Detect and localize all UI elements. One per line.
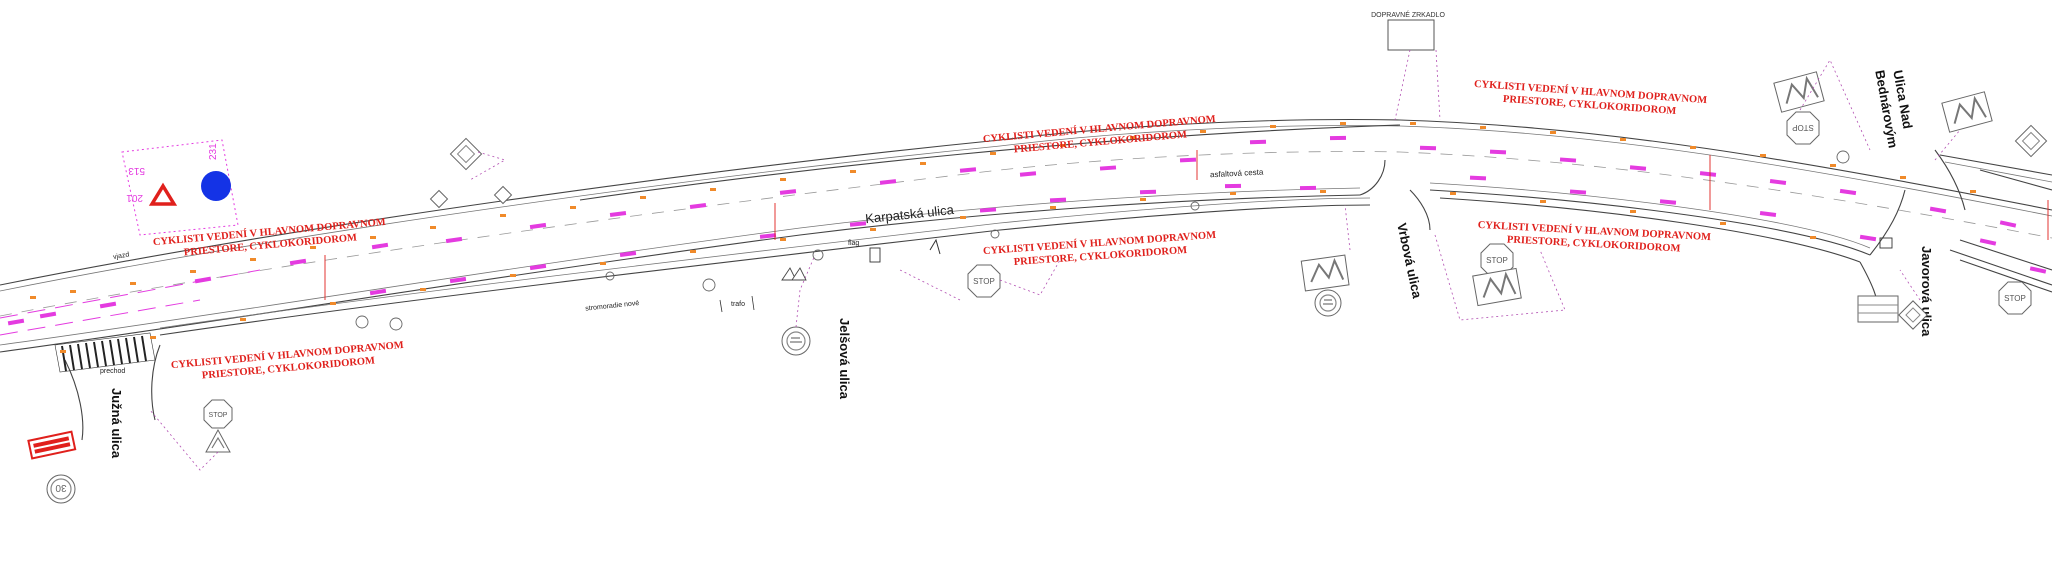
traffic-mirror: DOPRAVNÉ ZRKADLO [1371, 10, 1445, 121]
info-panel-javorova [1857, 295, 1899, 323]
stop-text: STOP [209, 412, 228, 419]
west-sign-group: 201 513 231 [121, 139, 239, 236]
round-sign-icon [781, 326, 811, 356]
label-prechod: prechod [100, 368, 125, 375]
label-trafo: trafo [731, 301, 745, 308]
round-sign-vrbova [1314, 289, 1342, 317]
stop-octagon-icon [203, 399, 233, 429]
label-flag: flag [848, 240, 859, 247]
priority-diamond-icon [2014, 124, 2048, 158]
stop-octagon-icon [1786, 111, 1820, 145]
road-edges [0, 118, 2052, 353]
info-panel-icon [1857, 295, 1899, 323]
label-asfaltova-cesta: asfaltová cesta [1210, 167, 1264, 179]
cyclist-note-6: CYKLISTI VEDENÍ V HLAVNOM DOPRAVNOM PRIE… [1477, 219, 1711, 255]
priority-sign-1 [449, 137, 507, 181]
round-sign-icon [1314, 289, 1342, 317]
pictogram-sign-vrbova-2 [1472, 267, 1522, 307]
blue-mandatory-sign-icon [201, 171, 231, 201]
priority-diamond-icon [1898, 300, 1928, 330]
stop-octagon-icon [967, 264, 1001, 298]
speed-limit-text: 30 [55, 482, 67, 493]
stop-sign-javorova: STOP [1998, 281, 2032, 315]
bicycle-lane-markings [0, 135, 2047, 336]
round-sign-jelsova [781, 254, 816, 356]
crosswalk [54, 332, 156, 373]
cyclist-note-4: CYKLISTI VEDENÍ V HLAVNOM DOPRAVNOM PRIE… [983, 229, 1217, 268]
sign-code-231: 231 [208, 143, 219, 160]
street-label-jelsova: Jelšová ulica [837, 318, 852, 400]
cyclist-note-3: CYKLISTI VEDENÍ V HLAVNOM DOPRAVNOM PRIE… [982, 113, 1216, 156]
orange-detail-ticks [30, 122, 1976, 353]
side-streets [64, 149, 1966, 441]
street-label-juzna: Južná ulica [109, 388, 124, 459]
label-stromoradie: stromoradie nové [585, 300, 640, 313]
sign-code-513: 513 [128, 165, 145, 176]
label-mirror: DOPRAVNÉ ZRKADLO [1371, 10, 1445, 19]
pictogram-sign-north [1773, 71, 1825, 113]
stop-text: STOP [1486, 256, 1508, 265]
stop-sign-jelsova: STOP [899, 259, 1061, 301]
label-vjazd: vjazd [113, 251, 130, 261]
street-label-vrbova: Vrbová ulica [1394, 222, 1425, 301]
pictogram-sign-vrbova-1 [1300, 254, 1350, 292]
stop-sign-nad-bednarovym: STOP [1786, 111, 1820, 145]
dotted-leaders [1344, 49, 1961, 321]
warning-triangle-icon [148, 182, 178, 206]
yield-sign-icon [205, 428, 231, 453]
cyclist-note-2: CYKLISTI VEDENÍ V HLAVNOM DOPRAVNOM PRIE… [170, 339, 404, 382]
stop-octagon-icon [1998, 281, 2032, 315]
east-edge-lines [1939, 154, 2052, 293]
cyclist-note-1: CYKLISTI VEDENÍ V HLAVNOM DOPRAVNOM PRIE… [152, 216, 386, 259]
small-diamond-markers [429, 185, 513, 209]
sign-code-201: 201 [126, 192, 143, 203]
dimension-lines [324, 150, 2049, 300]
street-label-javorova: Javorová ulica [1919, 246, 1934, 337]
priority-diamond-icon [449, 137, 483, 171]
stop-text: STOP [1792, 123, 1814, 132]
street-name-plate [27, 430, 77, 460]
priority-sign-3 [1898, 300, 1928, 330]
small-equipment [781, 237, 1893, 281]
stop-sign-juzna: STOP [149, 399, 233, 471]
tree-symbols [355, 150, 1850, 331]
pictogram-sign-east [1941, 91, 1993, 133]
stop-text: STOP [973, 277, 995, 286]
stop-text: STOP [2004, 294, 2026, 303]
priority-sign-2 [2014, 124, 2048, 158]
cyclist-note-5: CYKLISTI VEDENÍ V HLAVNOM DOPRAVNOM PRIE… [1474, 78, 1708, 117]
speed-limit-sign: 30 [46, 474, 76, 504]
mirror-box [1387, 19, 1435, 51]
